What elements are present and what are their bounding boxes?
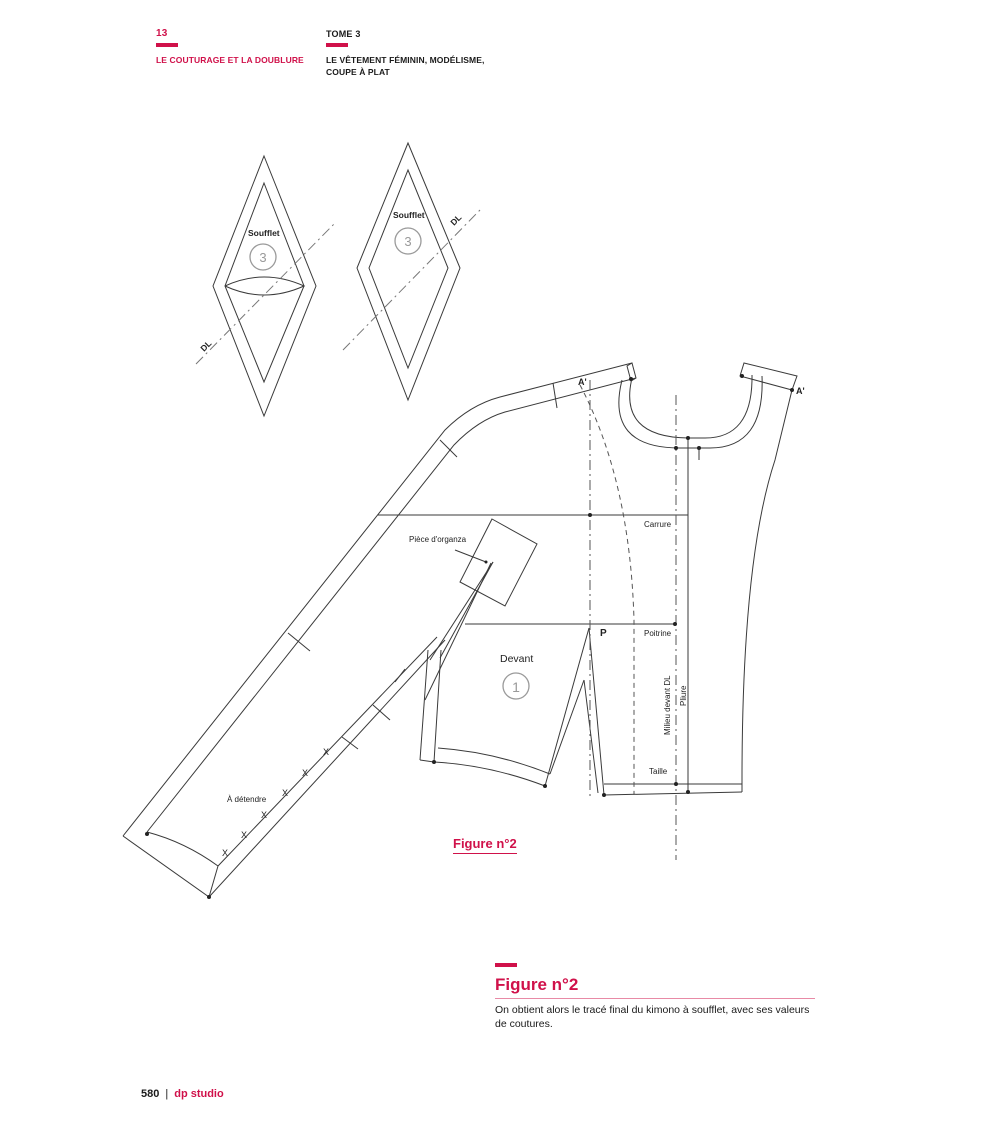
tome-accent-bar bbox=[326, 43, 348, 47]
chapter-accent-bar bbox=[156, 43, 178, 47]
taille-label: Taille bbox=[649, 767, 668, 776]
gusset-left-grain: DL bbox=[198, 338, 213, 353]
caption-title: Figure n°2 bbox=[495, 975, 815, 999]
svg-text:X: X bbox=[323, 747, 329, 757]
pliure-label: Pliure bbox=[679, 685, 688, 706]
gusset-right-label: Soufflet bbox=[393, 210, 425, 220]
gusset-left-number: 3 bbox=[259, 250, 266, 265]
tome-number: TOME 3 bbox=[326, 29, 361, 39]
gusset-left-label: Soufflet bbox=[248, 228, 280, 238]
footer-separator: | bbox=[165, 1088, 169, 1100]
chapter-header: 13 LE COUTURAGE ET LA DOUBLURE bbox=[156, 28, 304, 66]
chapter-title: LE COUTURAGE ET LA DOUBLURE bbox=[156, 55, 304, 65]
point-p: P bbox=[600, 628, 607, 639]
caption-accent-bar bbox=[495, 963, 517, 967]
figure-inline-label: Figure n°2 bbox=[453, 836, 517, 854]
svg-text:X: X bbox=[222, 848, 228, 858]
poitrine-label: Poitrine bbox=[644, 629, 672, 638]
devant-label: Devant bbox=[500, 653, 533, 665]
organza-label: Pièce d'organza bbox=[409, 535, 467, 544]
svg-text:X: X bbox=[241, 830, 247, 840]
svg-text:X: X bbox=[261, 810, 267, 820]
publisher-brand: dp studio bbox=[174, 1088, 224, 1100]
tome-header: TOME 3 LE VÊTEMENT FÉMININ, MODÉLISME, C… bbox=[326, 28, 496, 78]
milieu-devant-label: Milieu devant DL bbox=[663, 675, 672, 735]
figure-caption: Figure n°2 On obtient alors le tracé fin… bbox=[495, 963, 815, 1031]
page-footer: 580 | dp studio bbox=[141, 1088, 224, 1100]
point-a-left: A' bbox=[578, 377, 587, 387]
front-pattern bbox=[122, 362, 798, 898]
gusset-right-number: 3 bbox=[404, 234, 411, 249]
svg-text:X: X bbox=[302, 768, 308, 778]
carrure-label: Carrure bbox=[644, 520, 672, 529]
a-detendre-label: À détendre bbox=[227, 795, 267, 804]
chapter-number: 13 bbox=[156, 28, 168, 39]
ease-marks: X X X X X X bbox=[222, 747, 329, 858]
caption-text: On obtient alors le tracé final du kimon… bbox=[495, 1004, 810, 1030]
gusset-right bbox=[342, 141, 481, 402]
devant-number: 1 bbox=[512, 679, 520, 695]
gusset-left bbox=[195, 154, 337, 418]
point-a-right: A' bbox=[796, 386, 805, 396]
svg-text:X: X bbox=[282, 788, 288, 798]
gusset-right-grain: DL bbox=[448, 212, 463, 227]
tome-title: LE VÊTEMENT FÉMININ, MODÉLISME, COUPE À … bbox=[326, 55, 485, 77]
page-number: 580 bbox=[141, 1088, 160, 1100]
